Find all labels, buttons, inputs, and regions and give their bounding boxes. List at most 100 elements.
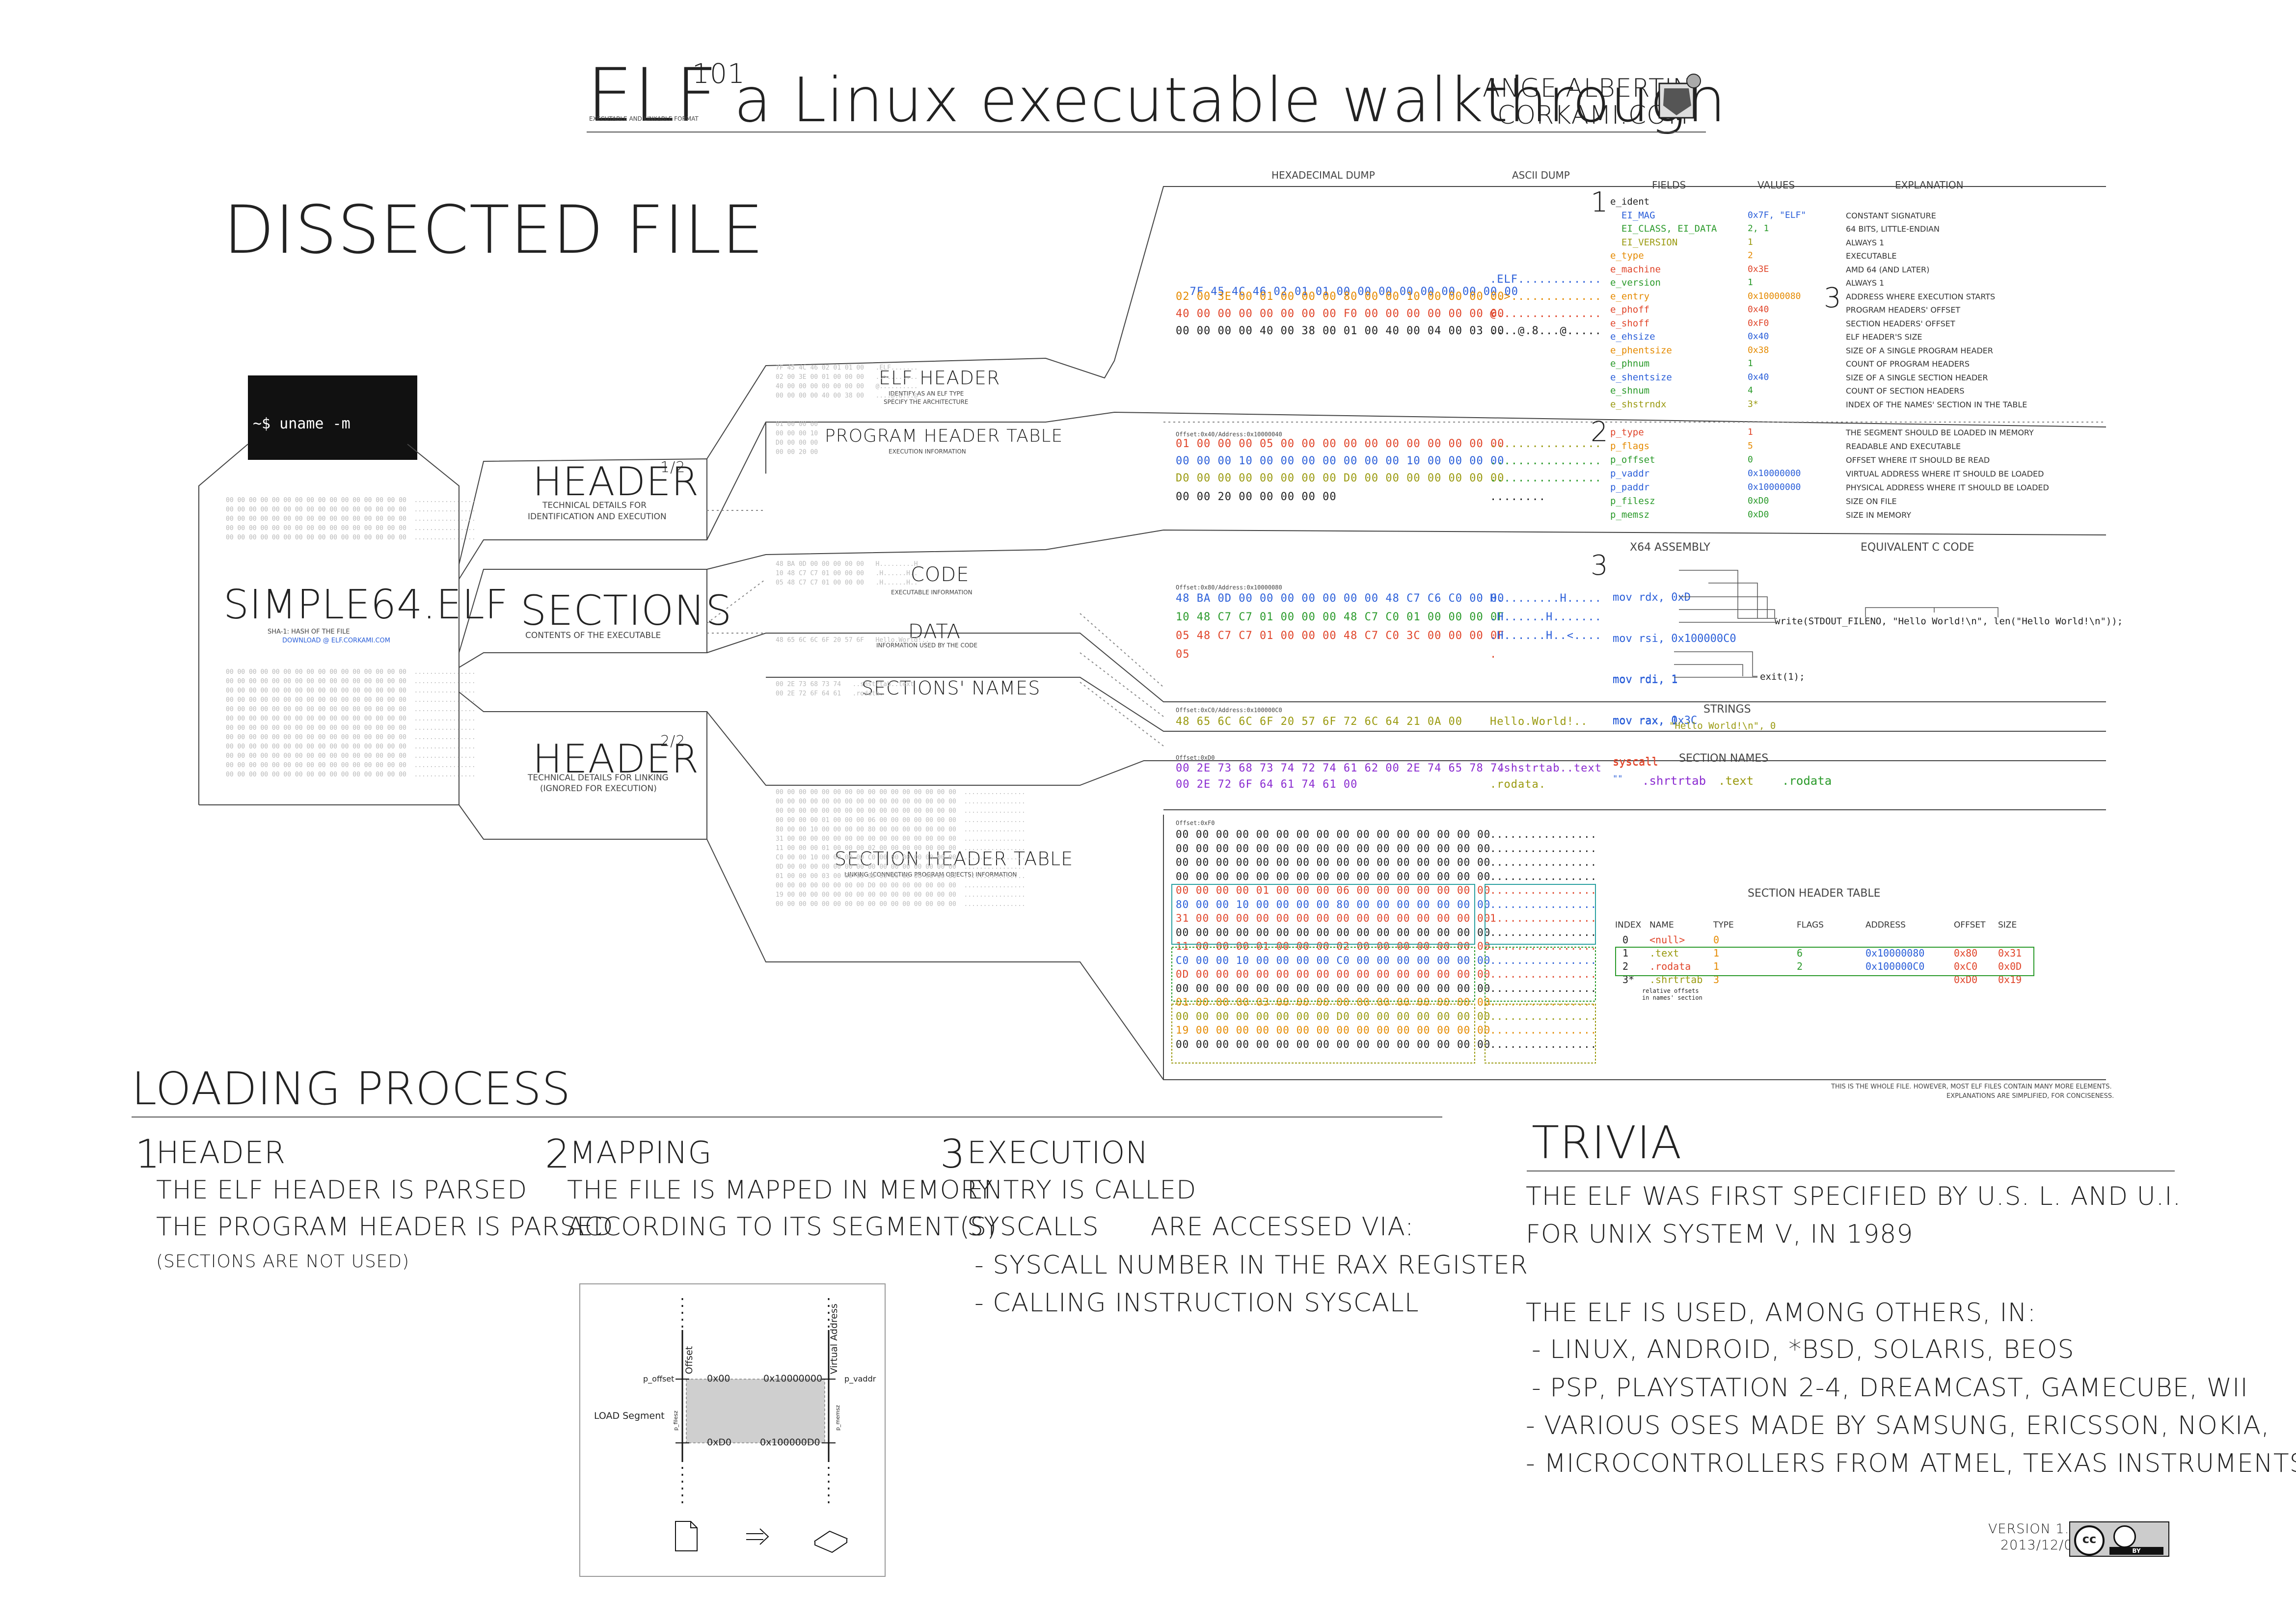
asm-line: mov rsi, 0x100000C0 bbox=[1613, 633, 1736, 645]
sht-col-header: ADDRESS bbox=[1865, 920, 1906, 930]
terminal: ~$ uname -m x86_64 ~$ ./simple64.elf Hel… bbox=[248, 375, 417, 596]
sht-cell: 3 bbox=[1713, 974, 1720, 985]
field-value: 3* bbox=[1748, 399, 1758, 409]
ph-ascii-row: ................ bbox=[1490, 455, 1602, 467]
col-explanation: EXPLANATION bbox=[1895, 179, 1964, 191]
field-value: 2 bbox=[1748, 250, 1753, 261]
trivia-line: - PSP, PLAYSTATION 2-4, DREAMCAST, GAMEC… bbox=[1532, 1373, 2248, 1403]
asm-title: X64 ASSEMBLY bbox=[1630, 541, 1710, 554]
ph-ascii-row: ........ bbox=[1490, 491, 1546, 503]
trivia-line: - LINUX, ANDROID, *BSD, SOLARIS, BEOS bbox=[1532, 1335, 2075, 1364]
sht-cell: 0x0D bbox=[1998, 960, 2022, 972]
hex-bytes: 7F 45 4C 46 02 01 01 00 00 00 00 00 00 0… bbox=[1189, 286, 1519, 298]
elf-header-num: 1 bbox=[1591, 186, 1609, 218]
part-desc: IDENTIFY AS AN ELF TYPE bbox=[889, 390, 964, 397]
sht-hex-row: 00 00 00 00 00 00 00 00 00 00 00 00 00 0… bbox=[1176, 1038, 1491, 1050]
strings-title: STRINGS bbox=[1703, 703, 1751, 716]
sht-col-header: INDEX bbox=[1615, 920, 1642, 930]
field-name: p_vaddr bbox=[1610, 468, 1650, 479]
elf-ascii-row: @............... bbox=[1490, 308, 1602, 320]
code-hex-row: 05 48 C7 C7 01 00 00 00 48 C7 C0 3C 00 0… bbox=[1176, 630, 1505, 642]
sht-cell: <null> bbox=[1649, 934, 1685, 946]
field-name: e_shentsize bbox=[1610, 372, 1672, 383]
header2-label: HEADER bbox=[533, 736, 700, 782]
sht-ascii-row: ................ bbox=[1490, 926, 1597, 938]
sht-hex-row: 00 00 00 00 00 00 00 00 00 00 00 00 00 0… bbox=[1176, 842, 1491, 854]
asm-line: mov rdx, 0xD bbox=[1613, 591, 1691, 604]
field-name: e_shnum bbox=[1610, 385, 1650, 396]
section-name-value: .text bbox=[1718, 774, 1754, 788]
sht-ascii-row: ................ bbox=[1490, 1024, 1597, 1036]
sht-cell: 0x80 bbox=[1954, 947, 1978, 959]
part-desc: EXECUTABLE INFORMATION bbox=[891, 589, 972, 596]
header2-sup: 2/2 bbox=[660, 733, 686, 750]
elf-hex-row: 02 00 3E 00 01 00 00 00 80 00 00 10 00 0… bbox=[1176, 291, 1505, 303]
sht-col-header: FLAGS bbox=[1797, 920, 1824, 930]
elf-hex-row: 40 00 00 00 00 00 00 00 F0 00 00 00 00 0… bbox=[1176, 308, 1505, 320]
names-ascii-row: .rodata. bbox=[1490, 778, 1546, 791]
sht-cell: 1 bbox=[1622, 947, 1629, 959]
step-small: (SECTIONS ARE NOT USED) bbox=[156, 1251, 410, 1272]
field-name: p_paddr bbox=[1610, 482, 1650, 493]
header2-desc: TECHNICAL DETAILS FOR LINKING bbox=[528, 773, 669, 783]
header1-desc: IDENTIFICATION AND EXECUTION bbox=[528, 512, 667, 522]
field-explanation: ELF HEADER'S SIZE bbox=[1846, 332, 1922, 342]
ph-hex-row: 01 00 00 00 05 00 00 00 00 00 00 00 00 0… bbox=[1176, 438, 1505, 450]
sht-col-header: TYPE bbox=[1713, 920, 1734, 930]
field-value: 2, 1 bbox=[1748, 223, 1769, 234]
sht-hex-row: 00 00 00 00 00 00 00 00 00 00 00 00 00 0… bbox=[1176, 870, 1491, 882]
sht-cell: 0xC0 bbox=[1954, 960, 1978, 972]
sht-cell: 0 bbox=[1713, 934, 1720, 946]
asm-block-2: mov rdi, 1 mov rax, 0x3C syscall bbox=[1613, 645, 1697, 783]
field-explanation: THE SEGMENT SHOULD BE LOADED IN MEMORY bbox=[1846, 428, 2034, 437]
title-elf: ELF bbox=[587, 53, 718, 138]
strings-value: "Hello World!\n", 0 bbox=[1669, 720, 1776, 731]
sht-cell: 2 bbox=[1622, 960, 1629, 972]
field-value: 0x40 bbox=[1748, 372, 1769, 382]
sht-note: in names' section bbox=[1642, 994, 1702, 1001]
diagram-vaddr-label: Virtual Address bbox=[829, 1304, 839, 1374]
subpanel-faint-hex: 48 65 6C 6C 6F 20 57 6F Hello.World!.. bbox=[776, 637, 930, 644]
sht-hex-row: 00 00 00 00 00 00 00 00 00 00 00 00 00 0… bbox=[1176, 926, 1491, 938]
asm-line: mov rdi, 1 bbox=[1613, 674, 1678, 686]
names-offset: Offset:0xD0 bbox=[1176, 754, 1215, 761]
field-name: e_version bbox=[1610, 277, 1661, 288]
field-name: p_offset bbox=[1610, 454, 1655, 465]
sht-ascii-row: ................ bbox=[1490, 982, 1597, 994]
asm-line: mov rax, 0x3C bbox=[1613, 715, 1698, 727]
arrow-icon bbox=[746, 1528, 769, 1545]
memory-chip-icon bbox=[813, 1530, 848, 1553]
version-date: 2013/12/04 bbox=[2000, 1538, 2082, 1553]
part-data: DATA bbox=[908, 620, 961, 643]
sht-hex-row: 00 00 00 00 00 00 00 00 00 00 00 00 00 0… bbox=[1176, 828, 1491, 840]
sht-col-header: SIZE bbox=[1998, 920, 2017, 930]
sht-cell: 1 bbox=[1713, 960, 1720, 972]
ph-hex-row: D0 00 00 00 00 00 00 00 D0 00 00 00 00 0… bbox=[1176, 472, 1505, 484]
elf-header-num3: 3 bbox=[1824, 282, 1842, 314]
field-explanation: PROGRAM HEADERS' OFFSET bbox=[1846, 305, 1961, 315]
code-hex-row: 10 48 C7 C7 01 00 00 00 48 C7 C0 01 00 0… bbox=[1176, 611, 1505, 623]
sht-note: relative offsets bbox=[1642, 987, 1699, 994]
field-value: 0x7F, "ELF" bbox=[1748, 210, 1807, 220]
code-hex-row: 48 BA 0D 00 00 00 00 00 00 00 48 C7 C6 C… bbox=[1176, 592, 1505, 605]
field-name: e_shoff bbox=[1610, 318, 1650, 329]
code-hex-row: 05 bbox=[1176, 648, 1190, 661]
field-name: p_type bbox=[1610, 427, 1644, 438]
sht-ascii-row: 1............... bbox=[1490, 912, 1597, 924]
sht-ascii-row: ................ bbox=[1490, 856, 1597, 868]
code-ascii-row: .H......H....... bbox=[1490, 611, 1602, 623]
elf-ascii-row: ..>............. bbox=[1490, 291, 1602, 303]
part-elf-header: ELF HEADER bbox=[879, 367, 1000, 389]
sht-cell: 6 bbox=[1797, 947, 1803, 959]
asm-line: syscall bbox=[1613, 756, 1658, 768]
part-section-header-table: SECTION HEADER TABLE bbox=[835, 848, 1074, 870]
field-explanation: CONSTANT SIGNATURE bbox=[1846, 211, 1936, 220]
file-sub-hash: SHA-1: HASH OF THE FILE bbox=[268, 628, 350, 636]
sht-col-header: NAME bbox=[1649, 920, 1674, 930]
diagram-o-top: 0x00 bbox=[707, 1373, 730, 1384]
sht-hex-row: 00 00 00 00 00 00 00 00 D0 00 00 00 00 0… bbox=[1176, 1010, 1491, 1022]
part-desc: SPECIFY THE ARCHITECTURE bbox=[884, 399, 969, 405]
col-fields: FIELDS bbox=[1652, 179, 1686, 191]
sht-ascii-row: ................ bbox=[1490, 954, 1597, 966]
diagram-p-offset: p_offset bbox=[643, 1374, 674, 1384]
